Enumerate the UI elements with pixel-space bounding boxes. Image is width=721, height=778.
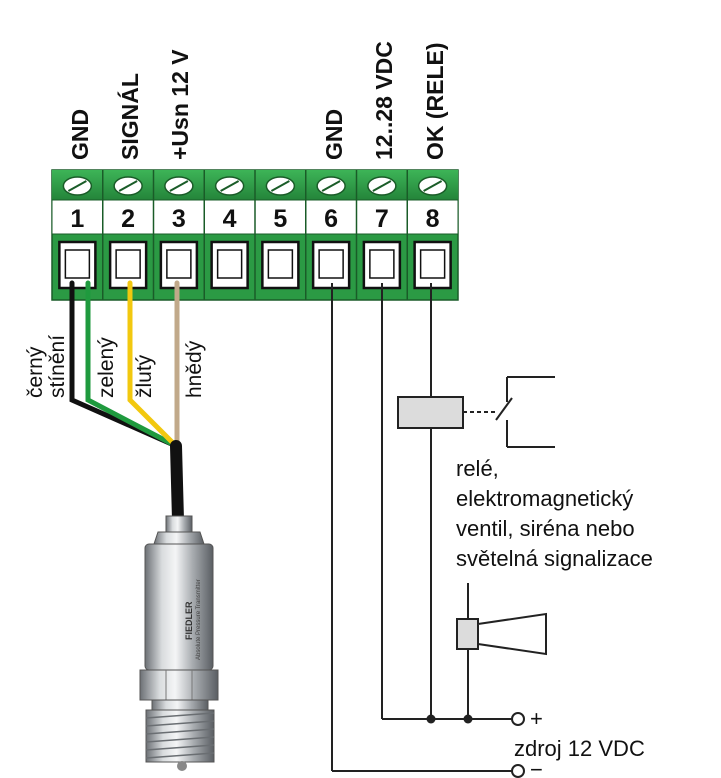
terminal-block: 1 2 3 4 5 6 7 8: [51, 169, 459, 301]
supply-terminals: + − zdroj 12 VDC: [426, 706, 645, 778]
relay-note-line-2: elektromagnetický: [456, 486, 633, 511]
terminal-screw-5: [265, 176, 296, 196]
terminal-label-1: GND: [67, 109, 93, 160]
terminal-screw-4: [214, 176, 245, 196]
sensor-caption: Absolute Pressure Transmitter: [196, 579, 202, 660]
wire-labels: černý stínění zelený žlutý hnědý: [24, 335, 206, 398]
supply-label: zdroj 12 VDC: [514, 736, 645, 761]
terminal-label-3: +Usn 12 V: [167, 49, 193, 160]
terminal-socket-3: [159, 240, 199, 290]
terminal-number-1: 1: [70, 205, 84, 233]
sensor-brand: FIEDLER: [184, 601, 194, 640]
terminal-screw-2: [113, 176, 143, 196]
relay-note-line-1: relé,: [456, 456, 499, 481]
relay-symbol: [397, 376, 555, 448]
wire-label-green: zelený: [95, 337, 118, 398]
terminal-label-6: GND: [321, 109, 347, 160]
terminal-number-2: 2: [121, 205, 135, 233]
relay-note-line-4: světelná signalizace: [456, 546, 653, 571]
wire-label-brown: hnědý: [183, 340, 206, 398]
terminal-label-2: SIGNÁL: [116, 73, 143, 160]
wire-label-yellow: žlutý: [133, 354, 156, 398]
terminal-screw-7: [367, 176, 397, 196]
terminal-labels: GND SIGNÁL +Usn 12 V GND 12..28 VDC OK (…: [67, 41, 448, 160]
terminal-screw-8: [417, 176, 448, 196]
terminal-socket-8: [413, 240, 452, 290]
terminal-number-3: 3: [172, 205, 186, 233]
siren-icon: [456, 583, 547, 656]
terminal-socket-6: [311, 240, 351, 290]
terminal-number-5: 5: [273, 205, 287, 233]
relay-note: relé, elektromagnetický ventil, siréna n…: [456, 456, 653, 571]
supply-plus: +: [530, 706, 543, 731]
terminal-socket-4: [210, 240, 249, 290]
terminal-socket-2: [108, 240, 148, 290]
terminal-label-7: 12..28 VDC: [371, 41, 397, 160]
terminal-number-8: 8: [426, 205, 440, 233]
terminal-screw-3: [164, 176, 194, 196]
terminal-number-6: 6: [324, 205, 338, 233]
wire-label-shield: stínění: [46, 335, 69, 398]
terminal-screw-1: [62, 176, 93, 196]
terminal-socket-1: [58, 240, 97, 290]
pressure-sensor-image: FIEDLER Absolute Pressure Transmitter: [139, 515, 219, 771]
supply-minus: −: [530, 757, 543, 778]
relay-note-line-3: ventil, siréna nebo: [456, 516, 635, 541]
sensor-cable: [69, 280, 184, 526]
terminal-socket-7: [362, 240, 402, 290]
terminal-number-4: 4: [223, 205, 237, 233]
wire-label-black: černý: [24, 346, 47, 398]
terminal-screw-6: [316, 176, 346, 196]
terminal-socket-5: [261, 240, 300, 290]
terminal-label-8: OK (RELE): [422, 42, 448, 160]
terminal-number-7: 7: [375, 205, 389, 233]
